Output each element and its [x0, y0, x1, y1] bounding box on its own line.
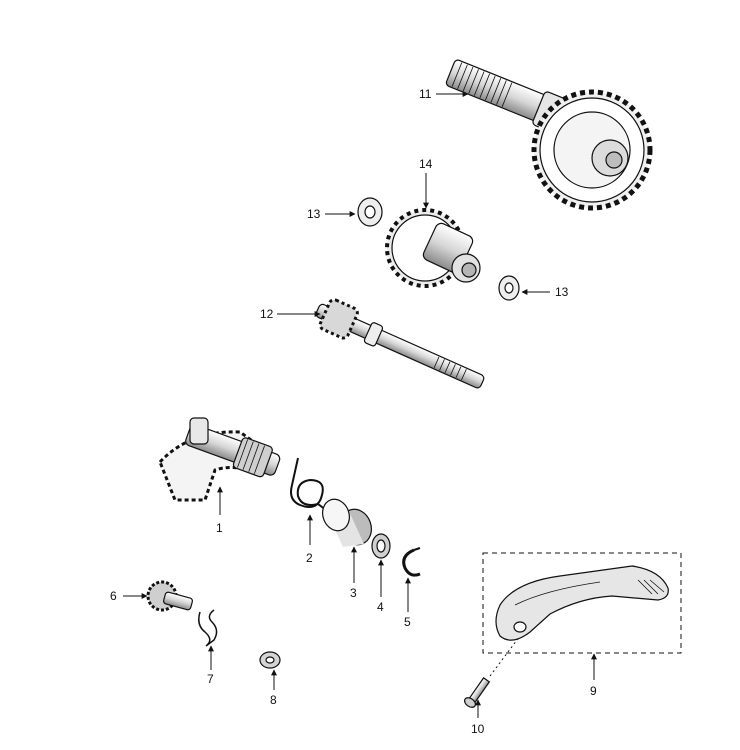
- callout-5: 5: [404, 615, 411, 629]
- callout-4: 4: [377, 600, 384, 614]
- part-13-washer-lower: [498, 275, 520, 301]
- part-14-gear-cluster: [385, 208, 481, 288]
- callout-9: 9: [590, 684, 597, 698]
- part-8-washer: [259, 651, 281, 669]
- part-2-spring: [290, 457, 327, 511]
- part-4-washer: [371, 533, 391, 559]
- callout-12: 12: [260, 307, 274, 321]
- callout-14: 14: [419, 157, 433, 171]
- assembly-box: [482, 552, 682, 654]
- callout-3: 3: [350, 586, 357, 600]
- callout-10: 10: [471, 722, 485, 736]
- callout-7: 7: [207, 672, 214, 686]
- bolt-alignment-line: [489, 635, 521, 677]
- callout-6: 6: [110, 589, 117, 603]
- callout-13-lower: 13: [555, 285, 569, 299]
- part-12-primary-shaft: [315, 298, 485, 389]
- part-3-bushing: [322, 498, 372, 547]
- part-11-output-shaft-gear: [445, 59, 653, 211]
- callout-2: 2: [306, 551, 313, 565]
- part-13-washer-upper: [357, 197, 383, 227]
- callout-8: 8: [270, 693, 277, 707]
- part-7-clip: [198, 609, 218, 647]
- part-10-bolt: [463, 677, 491, 708]
- callout-1: 1: [216, 521, 223, 535]
- part-6-pivot: [146, 580, 194, 612]
- part-9-kick-lever-group: [482, 552, 682, 654]
- callout-13-upper: 13: [307, 207, 321, 221]
- part-1-kickstart-sector: [158, 417, 281, 502]
- part-5-circlip: [402, 547, 421, 577]
- leader-lines: [123, 91, 597, 718]
- callout-labels: 1 2 3 4 5 6 7 8 9 10 11 12 13 13 14: [110, 87, 597, 736]
- callout-11: 11: [419, 87, 432, 101]
